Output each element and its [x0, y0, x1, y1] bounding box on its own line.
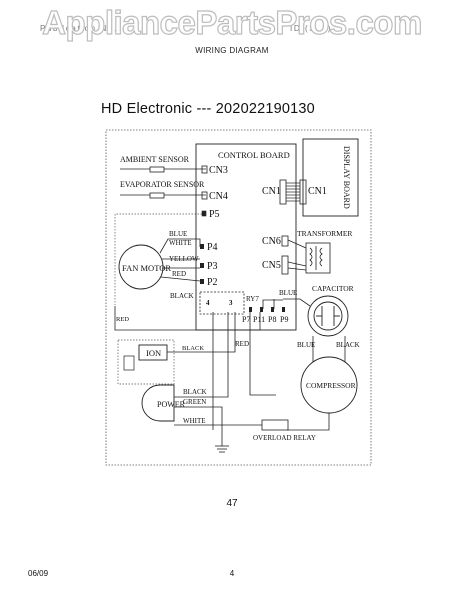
transformer-symbol	[287, 239, 331, 274]
control-board-label: CONTROL BOARD	[218, 150, 290, 160]
connector-p5: P5	[209, 209, 220, 220]
connector-cn4: CN4	[209, 191, 228, 202]
evaporator-sensor-probe	[149, 192, 165, 199]
wire-black-compressor: BLACK	[336, 341, 360, 349]
ion-box	[138, 344, 168, 361]
wire-white-fan: WHITE	[169, 239, 192, 247]
wire-black-ion: BLACK	[182, 345, 204, 352]
capacitor-label: CAPACITOR	[312, 284, 354, 293]
page-number-center: 47	[226, 498, 238, 509]
wire-green-power: GREEN	[183, 398, 206, 406]
connector-cn3: CN3	[209, 165, 228, 176]
connector-cn1-board: CN1	[262, 186, 281, 197]
connector-p11: P11	[253, 315, 265, 324]
fan-motor-symbol	[118, 244, 164, 290]
cn1-ribbon-cable	[286, 182, 300, 202]
wire-blue-capacitor: BLUE	[279, 289, 297, 297]
relay-label: RY7	[246, 295, 259, 303]
header-publication: Publication No.	[40, 24, 118, 33]
ground-icon	[215, 440, 229, 453]
relay-pin-4: 4	[206, 299, 210, 307]
capacitor-symbol	[307, 295, 349, 337]
wire-red-middle: RED	[235, 340, 249, 348]
connector-p3: P3	[207, 261, 218, 272]
connector-p4: P4	[207, 242, 218, 253]
relay-block	[199, 291, 245, 315]
wire-red-left: RED	[116, 316, 129, 323]
connector-cn5: CN5	[262, 260, 281, 271]
power-label: POWER	[157, 400, 186, 409]
footer-date: 06/09	[28, 569, 49, 578]
power-plug-symbol	[141, 384, 175, 422]
display-board-box	[302, 138, 359, 217]
display-board-label: DISPLAY BOARD	[342, 146, 351, 209]
connector-cn1-display: CN1	[308, 186, 327, 197]
ambient-sensor-label: AMBIENT SENSOR	[120, 155, 190, 164]
overload-relay-label: OVERLOAD RELAY	[253, 434, 316, 442]
transformer-label: TRANSFORMER	[297, 229, 352, 238]
evaporator-sensor-label: EVAPORATOR SENSOR	[120, 180, 205, 189]
diagram-border	[105, 129, 372, 466]
wire-black-fan: BLACK	[170, 292, 194, 300]
connector-p9: P9	[280, 315, 288, 324]
connector-p2: P2	[207, 277, 218, 288]
header-id: ID (S...)	[290, 24, 332, 33]
wire-blue-compressor: BLUE	[297, 341, 315, 349]
wire-red-fan: RED	[172, 270, 186, 278]
footer-page: 4	[229, 569, 235, 578]
overload-relay-symbol	[261, 419, 289, 431]
model-heading: HD Electronic --- 202022190130	[101, 101, 315, 117]
relay-pin-3: 3	[229, 299, 233, 307]
connector-p7: P7	[242, 315, 250, 324]
connector-p8: P8	[268, 315, 276, 324]
ambient-sensor-probe	[149, 166, 165, 173]
fan-motor-label: FAN MOTOR	[122, 263, 171, 273]
wire-white-power: WHITE	[183, 417, 206, 425]
wire-black-power: BLACK	[183, 388, 207, 396]
connector-cn6: CN6	[262, 236, 281, 247]
compressor-label: COMPRESSOR	[306, 381, 356, 390]
ion-enclosure	[117, 339, 175, 385]
ion-label: ION	[146, 348, 161, 358]
page-title: WIRING DIAGRAM	[195, 46, 269, 55]
wire-blue-fan: BLUE	[169, 230, 187, 238]
